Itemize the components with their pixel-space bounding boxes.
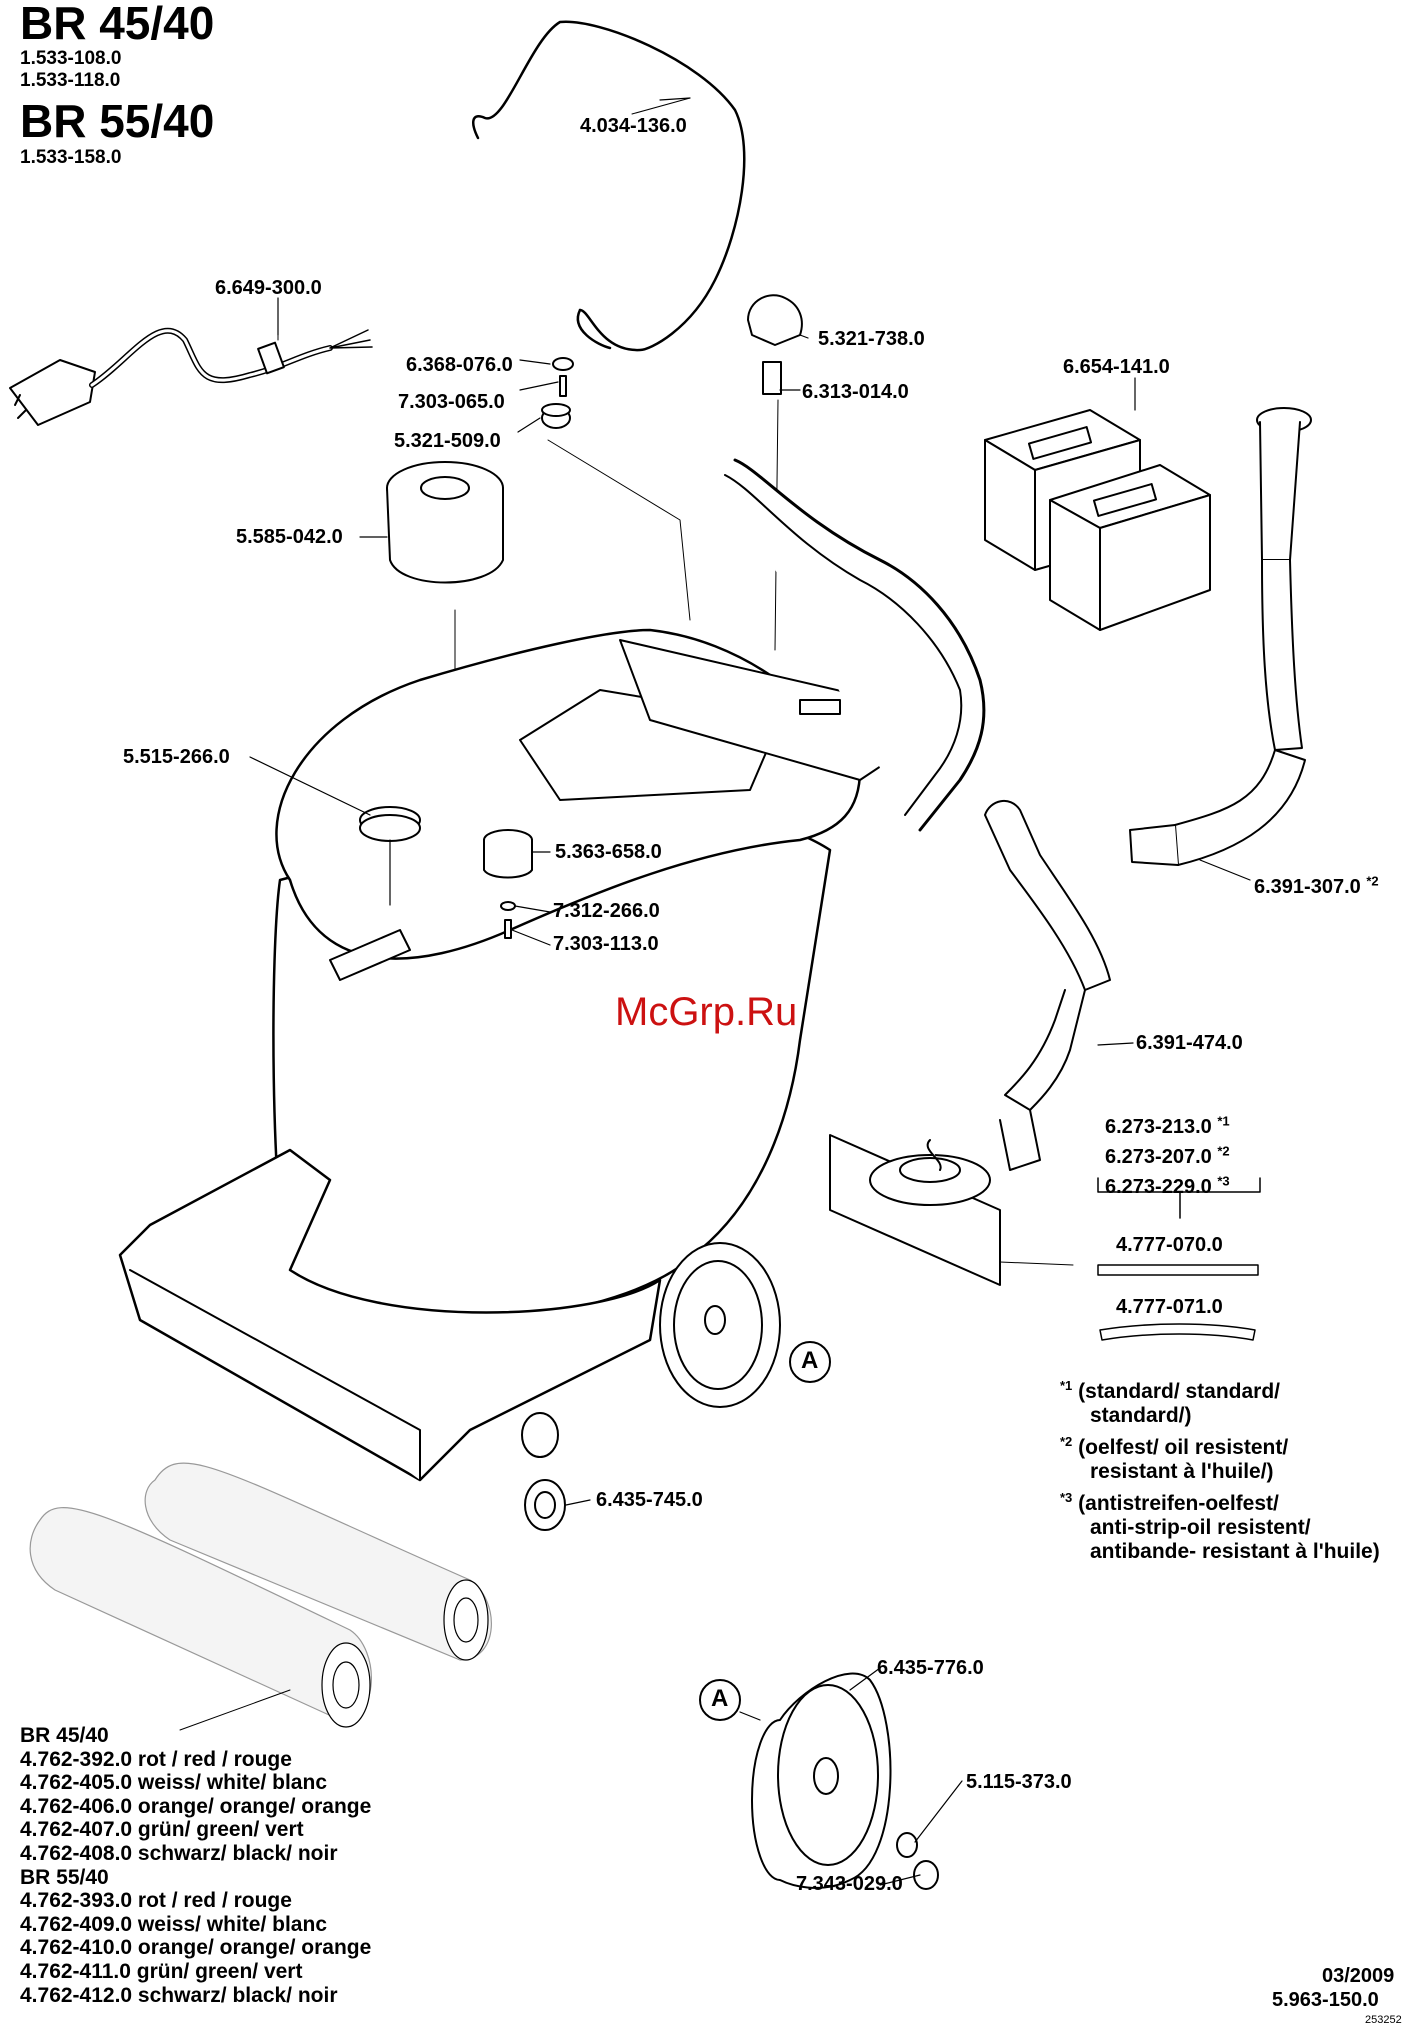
footer-date: 03/2009 xyxy=(1322,1965,1395,1987)
note-3: *3 (antistreifen-oelfest/ anti-strip-oil… xyxy=(1060,1490,1380,1563)
part-suction-hose: 6.391-474.0 xyxy=(1136,1032,1243,1054)
part-castor: 6.435-745.0 xyxy=(596,1489,703,1511)
brush-line: 4.762-407.0 grün/ green/ vert xyxy=(20,1818,304,1842)
brush-line: BR 45/40 xyxy=(20,1724,109,1747)
part-ring-wheel: 7.343-029.0 xyxy=(796,1873,903,1895)
part-screw-small: 7.303-065.0 xyxy=(398,391,505,413)
model-title-2: BR 55/40 xyxy=(20,95,215,147)
part-handle: 4.034-136.0 xyxy=(580,115,687,137)
note-2: *2 (oelfest/ oil resistent/ resistant à … xyxy=(1060,1434,1289,1483)
watermark: McGrp.Ru xyxy=(615,990,798,1034)
part-screw-float: 7.303-113.0 xyxy=(553,933,659,955)
part-cap-small: 6.368-076.0 xyxy=(406,354,513,376)
part-washer: 7.312-266.0 xyxy=(553,900,660,922)
footer-ref: 253252 xyxy=(1365,2014,1402,2026)
part-filter: 5.585-042.0 xyxy=(236,526,343,548)
drain-hose xyxy=(1129,407,1312,866)
brush-list: BR 45/40 4.762-392.0 rot / red / rouge 4… xyxy=(20,1724,371,2007)
footer-doc-no: 5.963-150.0 xyxy=(1272,1989,1379,2011)
brush-line: 4.762-412.0 schwarz/ black/ noir xyxy=(20,1983,338,2007)
part-cap-fill: 5.515-266.0 xyxy=(123,746,230,768)
brush-line: 4.762-392.0 rot / red / rouge xyxy=(20,1747,292,1771)
detail-wheel xyxy=(751,1672,939,1890)
model-code-1a: 1.533-108.0 xyxy=(20,48,122,69)
battery-pack xyxy=(984,409,1211,631)
part-lip-2: 6.273-207.0 *2 xyxy=(1105,1143,1230,1168)
machine-body xyxy=(118,458,1001,1531)
brush-line: 4.762-408.0 schwarz/ black/ noir xyxy=(20,1841,338,1865)
part-float: 5.363-658.0 xyxy=(555,841,662,863)
part-lip-1: 6.273-213.0 *1 xyxy=(1105,1113,1230,1138)
suction-hose xyxy=(984,800,1111,1171)
detail-ref-a1: A xyxy=(801,1347,819,1374)
part-knob-a: 5.321-509.0 xyxy=(394,430,501,452)
mains-plug xyxy=(9,359,96,426)
brush-line: 4.762-409.0 weiss/ white/ blanc xyxy=(20,1912,327,1936)
part-strip-1: 4.777-070.0 xyxy=(1116,1234,1223,1256)
part-knob-b: 5.321-738.0 xyxy=(818,328,925,350)
detail-ref-a2: A xyxy=(711,1685,729,1712)
part-cable: 6.649-300.0 xyxy=(215,277,322,299)
note-1: *1 (standard/ standard/ standard/) xyxy=(1060,1378,1281,1427)
brush-line: 4.762-410.0 orange/ orange/ orange xyxy=(20,1936,372,1960)
brush-line: 4.762-405.0 weiss/ white/ blanc xyxy=(20,1771,327,1795)
model-code-1b: 1.533-118.0 xyxy=(20,70,121,91)
model-code-2: 1.533-158.0 xyxy=(20,147,122,168)
part-sleeve: 6.313-014.0 xyxy=(802,381,909,403)
brush-line: BR 55/40 xyxy=(20,1865,109,1889)
brush-rollers xyxy=(29,1462,492,1728)
part-battery: 6.654-141.0 xyxy=(1063,356,1170,378)
part-strip-2: 4.777-071.0 xyxy=(1116,1296,1223,1318)
part-wheel: 6.435-776.0 xyxy=(877,1657,984,1679)
part-drain-hose: 6.391-307.0 *2 xyxy=(1254,873,1379,898)
model-title-1: BR 45/40 xyxy=(20,0,215,49)
part-washer-wheel: 5.115-373.0 xyxy=(966,1771,1072,1793)
brush-line: 4.762-406.0 orange/ orange/ orange xyxy=(20,1794,372,1818)
brush-line: 4.762-411.0 grün/ green/ vert xyxy=(20,1959,303,1983)
part-lip-3: 6.273-229.0 *3 xyxy=(1105,1173,1230,1198)
handle-wire xyxy=(472,20,746,352)
brush-line: 4.762-393.0 rot / red / rouge xyxy=(20,1889,292,1913)
